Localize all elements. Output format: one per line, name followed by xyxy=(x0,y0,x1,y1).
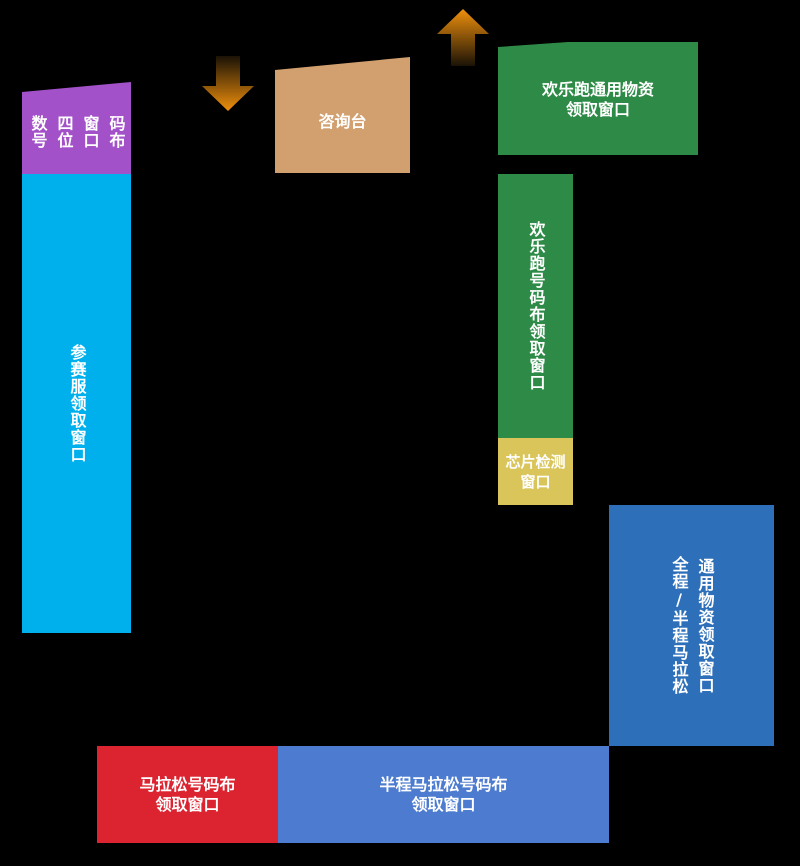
four-digit-bib-shape xyxy=(22,82,131,174)
full-half-supplies-window: 通用物资领取窗口 全程/半程马拉松 xyxy=(609,505,774,746)
kit-pickup-window: 参赛服领取窗口 xyxy=(22,174,131,633)
four-digit-bib-label-col3: 四位 xyxy=(54,115,74,149)
info-desk-shape xyxy=(275,57,410,173)
down-arrow-icon xyxy=(202,56,254,111)
fun-run-bib-label: 欢乐跑号码布领取窗口 xyxy=(526,221,546,391)
fun-run-supplies-window: 欢乐跑通用物资 领取窗口 xyxy=(498,45,698,155)
full-half-supplies-label-col2: 全程/半程马拉松 xyxy=(669,556,689,695)
chip-check-label-line2: 窗口 xyxy=(520,472,551,491)
info-desk: 咨询台 xyxy=(275,70,410,173)
half-marathon-bib-window: 半程马拉松号码布 领取窗口 xyxy=(278,746,609,843)
fun-run-bib-window: 欢乐跑号码布领取窗口 xyxy=(498,174,573,438)
four-digit-bib-label-col1: 码布 xyxy=(106,115,126,149)
half-marathon-bib-label-line2: 领取窗口 xyxy=(411,794,476,814)
info-desk-label: 咨询台 xyxy=(318,111,367,131)
kit-pickup-label: 参赛服领取窗口 xyxy=(67,344,87,463)
full-half-supplies-label-col1: 通用物资领取窗口 xyxy=(695,557,715,694)
up-arrow-icon xyxy=(437,9,489,66)
four-digit-bib-label-col2: 窗口 xyxy=(80,115,100,149)
fun-run-supplies-label-line1: 欢乐跑通用物资 xyxy=(541,80,654,99)
four-digit-bib-window: 码布 窗口 四位 数号 xyxy=(22,92,131,172)
chip-check-window: 芯片检测 窗口 xyxy=(498,438,573,505)
marathon-bib-window: 马拉松号码布 领取窗口 xyxy=(97,746,278,843)
marathon-bib-label-line1: 马拉松号码布 xyxy=(139,774,236,794)
fun-run-supplies-label-line2: 领取窗口 xyxy=(565,100,630,119)
marathon-bib-label-line2: 领取窗口 xyxy=(155,794,220,814)
fun-run-supplies-shape xyxy=(498,42,698,155)
chip-check-label-line1: 芯片检测 xyxy=(505,452,566,471)
half-marathon-bib-label-line1: 半程马拉松号码布 xyxy=(379,774,508,794)
four-digit-bib-label-col4: 数号 xyxy=(28,115,48,149)
